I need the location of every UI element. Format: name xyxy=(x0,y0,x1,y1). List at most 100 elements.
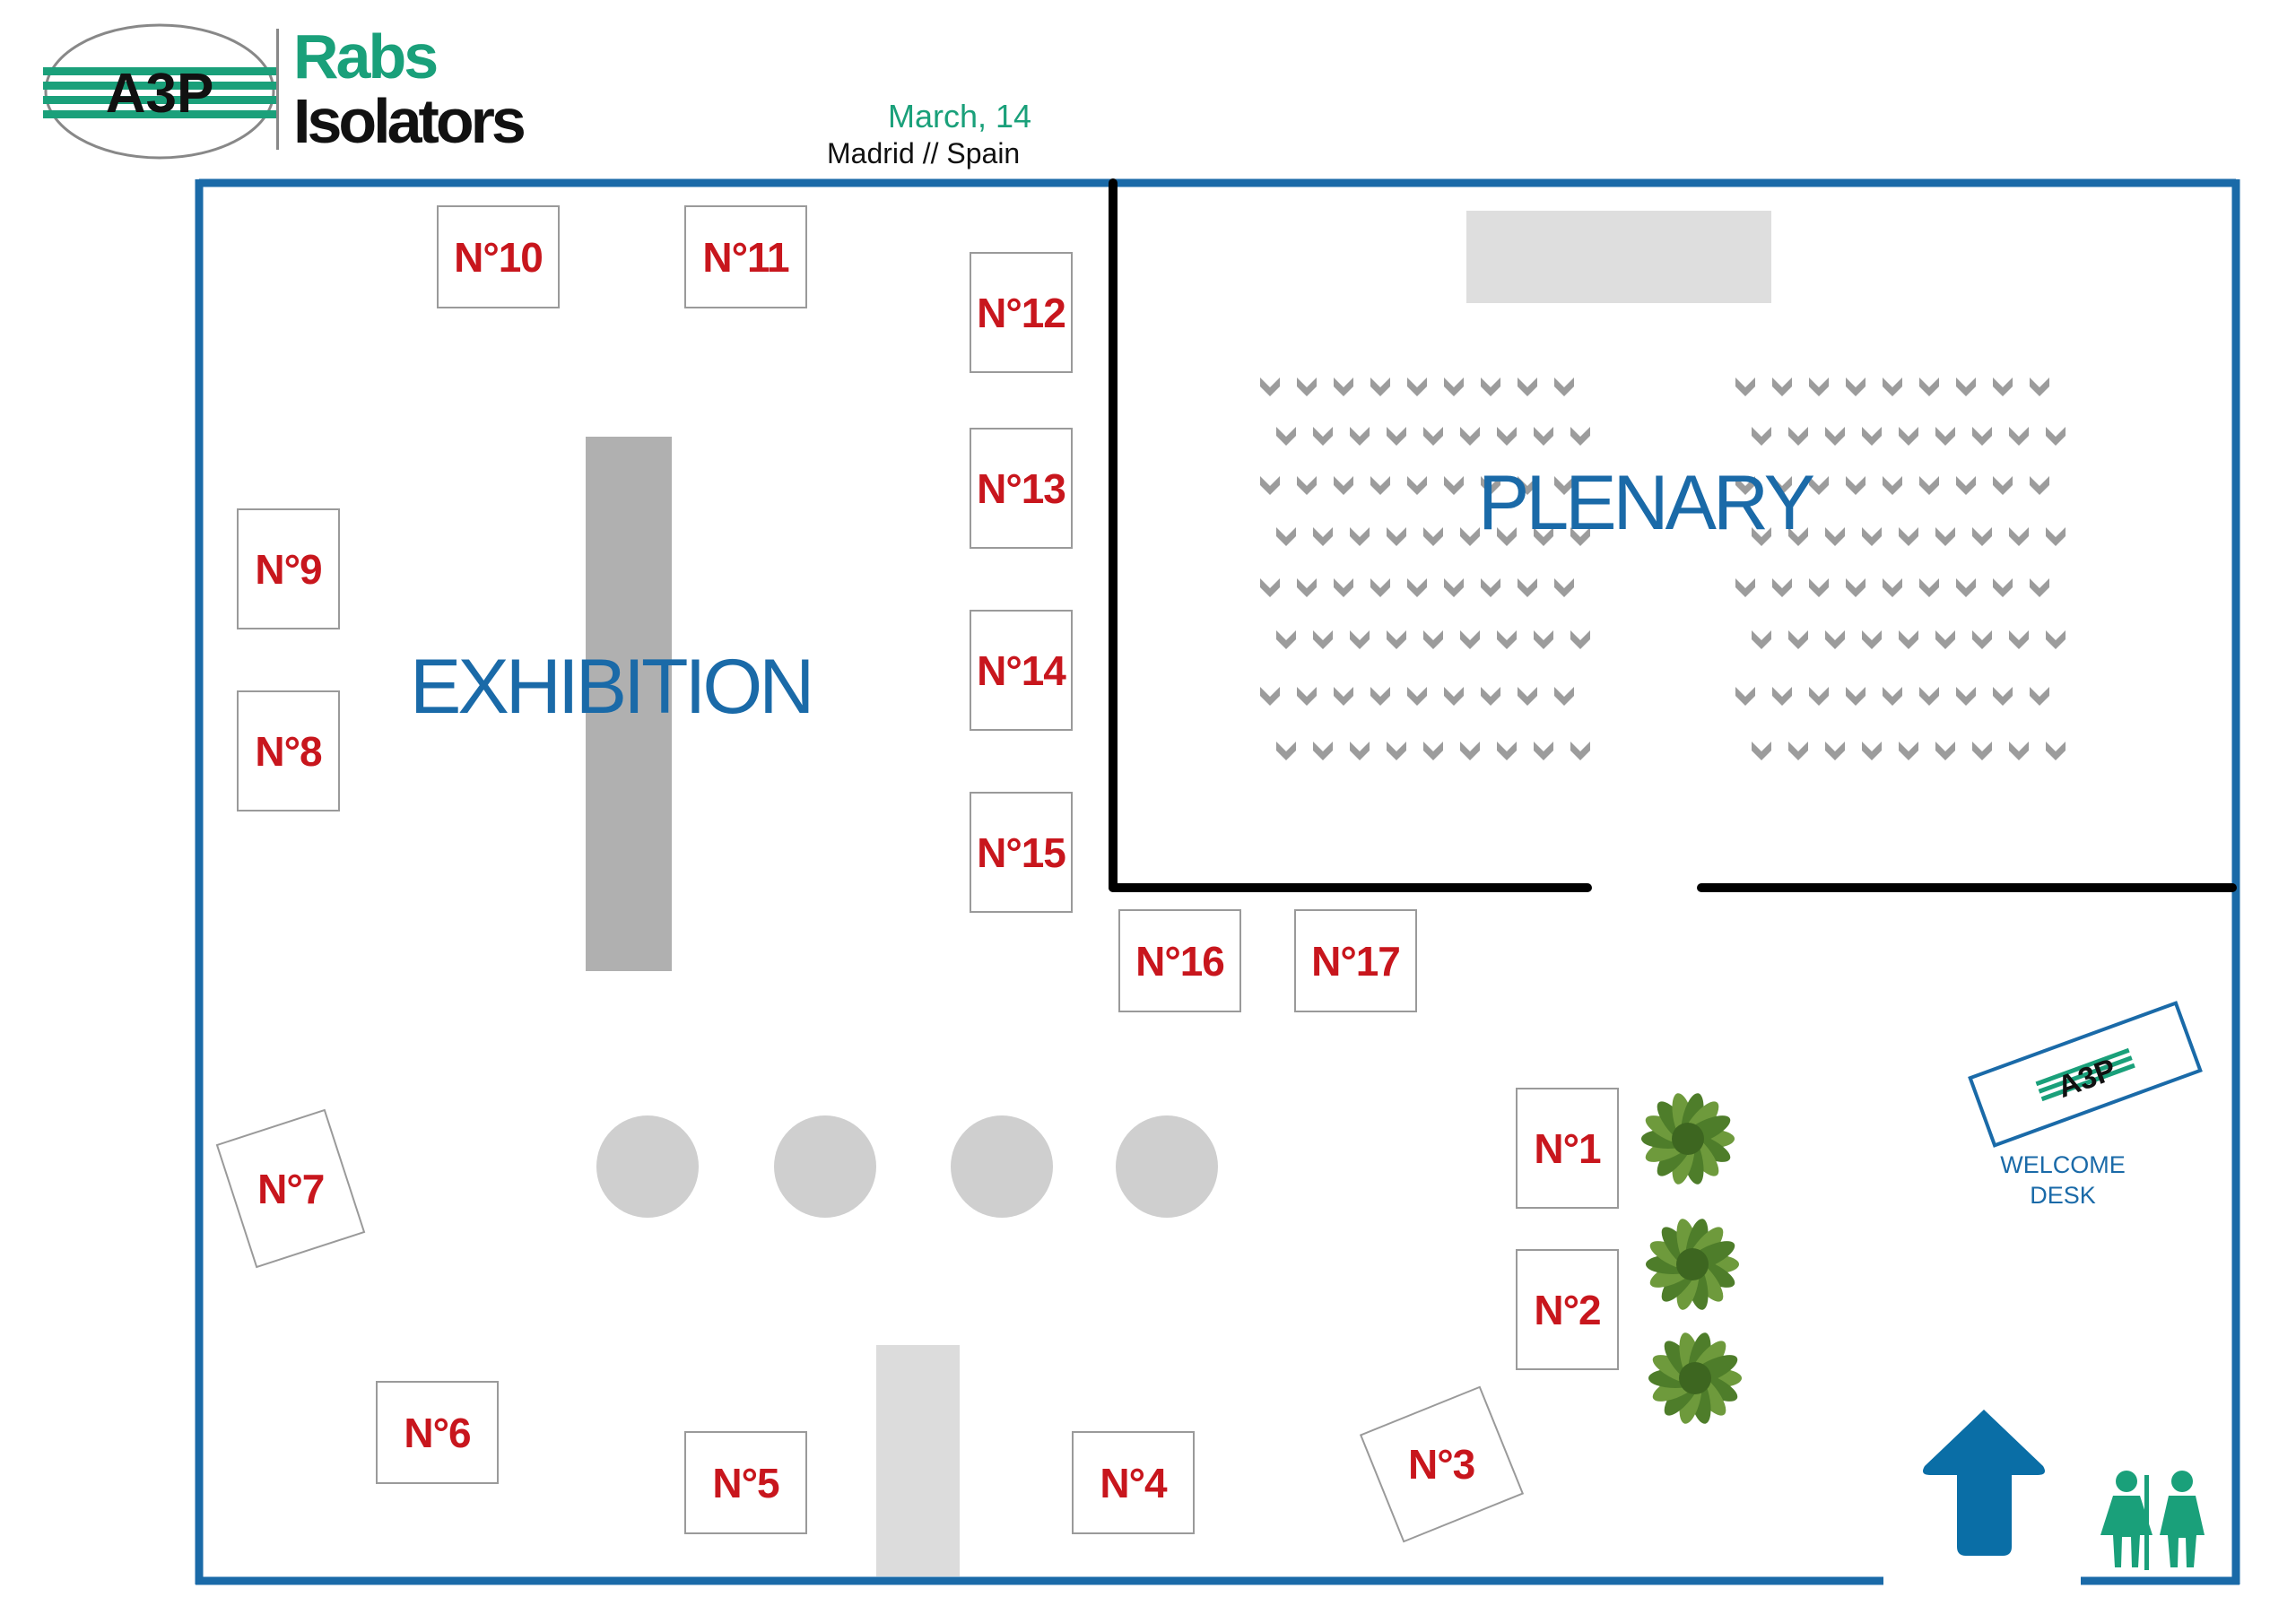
chevron-seat-icon xyxy=(1935,427,1955,446)
chevron-seat-icon xyxy=(1497,742,1517,760)
chevron-seat-icon xyxy=(1423,630,1443,649)
chevron-seat-icon xyxy=(1554,378,1574,396)
chevron-seat-icon xyxy=(1481,687,1500,706)
booth-5[interactable]: N°5 xyxy=(684,1431,807,1534)
chevron-seat-icon xyxy=(1862,427,1882,446)
chevron-seat-icon xyxy=(1260,378,1280,396)
chevron-seat-icon xyxy=(1297,578,1317,597)
booth-label: N°8 xyxy=(255,727,322,775)
chevron-seat-icon xyxy=(1334,378,1353,396)
chevron-seat-icon xyxy=(1334,687,1353,706)
chevron-seat-icon xyxy=(1735,687,1755,706)
booth-label: N°17 xyxy=(1311,937,1401,985)
round-table xyxy=(1116,1115,1218,1218)
booth-8[interactable]: N°8 xyxy=(237,690,340,812)
booth-4[interactable]: N°4 xyxy=(1072,1431,1195,1534)
chevron-seat-icon xyxy=(1570,742,1590,760)
booth-11[interactable]: N°11 xyxy=(684,205,807,308)
chevron-seat-icon xyxy=(1883,476,1902,495)
plenary-seats xyxy=(1260,378,2066,760)
booth-10[interactable]: N°10 xyxy=(437,205,560,308)
chevron-seat-icon xyxy=(1772,378,1792,396)
chevron-seat-icon xyxy=(1993,578,2013,597)
palm-plant-icon xyxy=(1646,1219,1739,1310)
booth-14[interactable]: N°14 xyxy=(970,610,1073,731)
chevron-seat-icon xyxy=(1460,630,1480,649)
booth-label: N°9 xyxy=(255,545,322,593)
chevron-seat-icon xyxy=(1350,630,1370,649)
chevron-seat-icon xyxy=(1899,742,1918,760)
booth-label: N°10 xyxy=(454,233,544,281)
chevron-seat-icon xyxy=(1993,476,2013,495)
chevron-seat-icon xyxy=(1387,427,1406,446)
chevron-seat-icon xyxy=(1554,578,1574,597)
round-table xyxy=(951,1115,1053,1218)
chevron-seat-icon xyxy=(1570,427,1590,446)
chevron-seat-icon xyxy=(1862,527,1882,546)
chevron-seat-icon xyxy=(1956,378,1976,396)
booth-12[interactable]: N°12 xyxy=(970,252,1073,373)
chevron-seat-icon xyxy=(1313,630,1333,649)
booth-label: N°3 xyxy=(1408,1441,1475,1488)
booth-17[interactable]: N°17 xyxy=(1294,909,1417,1012)
booth-label: N°12 xyxy=(977,289,1066,336)
chevron-seat-icon xyxy=(1993,378,2013,396)
chevron-seat-icon xyxy=(1972,527,1992,546)
chevron-seat-icon xyxy=(1809,476,1829,495)
chevron-seat-icon xyxy=(1518,476,1537,495)
booth-9[interactable]: N°9 xyxy=(237,508,340,629)
chevron-seat-icon xyxy=(1444,578,1464,597)
chevron-seat-icon xyxy=(1570,527,1590,546)
chevron-seat-icon xyxy=(1956,476,1976,495)
booth-2[interactable]: N°2 xyxy=(1516,1249,1619,1370)
chevron-seat-icon xyxy=(2046,427,2066,446)
chevron-seat-icon xyxy=(1862,742,1882,760)
chevron-seat-icon xyxy=(1570,630,1590,649)
chevron-seat-icon xyxy=(1370,578,1390,597)
chevron-seat-icon xyxy=(1772,476,1792,495)
booth-1[interactable]: N°1 xyxy=(1516,1088,1619,1209)
plants xyxy=(1641,1093,1742,1424)
chevron-seat-icon xyxy=(1735,378,1755,396)
plenary-stage xyxy=(1466,211,1771,303)
chevron-seat-icon xyxy=(2046,742,2066,760)
chevron-seat-icon xyxy=(1919,578,1939,597)
chevron-seat-icon xyxy=(1407,476,1427,495)
round-table xyxy=(596,1115,699,1218)
chevron-seat-icon xyxy=(1809,378,1829,396)
event-date: March, 14 xyxy=(888,98,1032,135)
exhibition-table xyxy=(586,437,672,971)
chevron-seat-icon xyxy=(1370,687,1390,706)
chevron-seat-icon xyxy=(1534,527,1553,546)
zone-label-exhibition: EXHIBITION xyxy=(410,644,814,730)
booth-label: N°11 xyxy=(702,233,789,281)
palm-plant-icon xyxy=(1641,1093,1735,1185)
chevron-seat-icon xyxy=(1423,427,1443,446)
chevron-seat-icon xyxy=(1534,630,1553,649)
chevron-seat-icon xyxy=(1313,527,1333,546)
booth-16[interactable]: N°16 xyxy=(1118,909,1241,1012)
chevron-seat-icon xyxy=(1460,742,1480,760)
chevron-seat-icon xyxy=(1497,630,1517,649)
chevron-seat-icon xyxy=(1276,742,1296,760)
booth-6[interactable]: N°6 xyxy=(376,1381,499,1484)
chevron-seat-icon xyxy=(1788,742,1808,760)
chevron-seat-icon xyxy=(1972,630,1992,649)
chevron-seat-icon xyxy=(1260,476,1280,495)
chevron-seat-icon xyxy=(1260,687,1280,706)
booth-13[interactable]: N°13 xyxy=(970,428,1073,549)
chevron-seat-icon xyxy=(1297,687,1317,706)
booth-15[interactable]: N°15 xyxy=(970,792,1073,913)
chevron-seat-icon xyxy=(1276,427,1296,446)
booth-label: N°15 xyxy=(977,829,1066,876)
zone-label-plenary: PLENARY xyxy=(1478,460,1815,546)
chevron-seat-icon xyxy=(1956,578,1976,597)
chevron-seat-icon xyxy=(1297,378,1317,396)
chevron-seat-icon xyxy=(1956,687,1976,706)
chevron-seat-icon xyxy=(2046,527,2066,546)
chevron-seat-icon xyxy=(1809,578,1829,597)
chevron-seat-icon xyxy=(1752,742,1771,760)
chevron-seat-icon xyxy=(1460,527,1480,546)
chevron-seat-icon xyxy=(1752,427,1771,446)
